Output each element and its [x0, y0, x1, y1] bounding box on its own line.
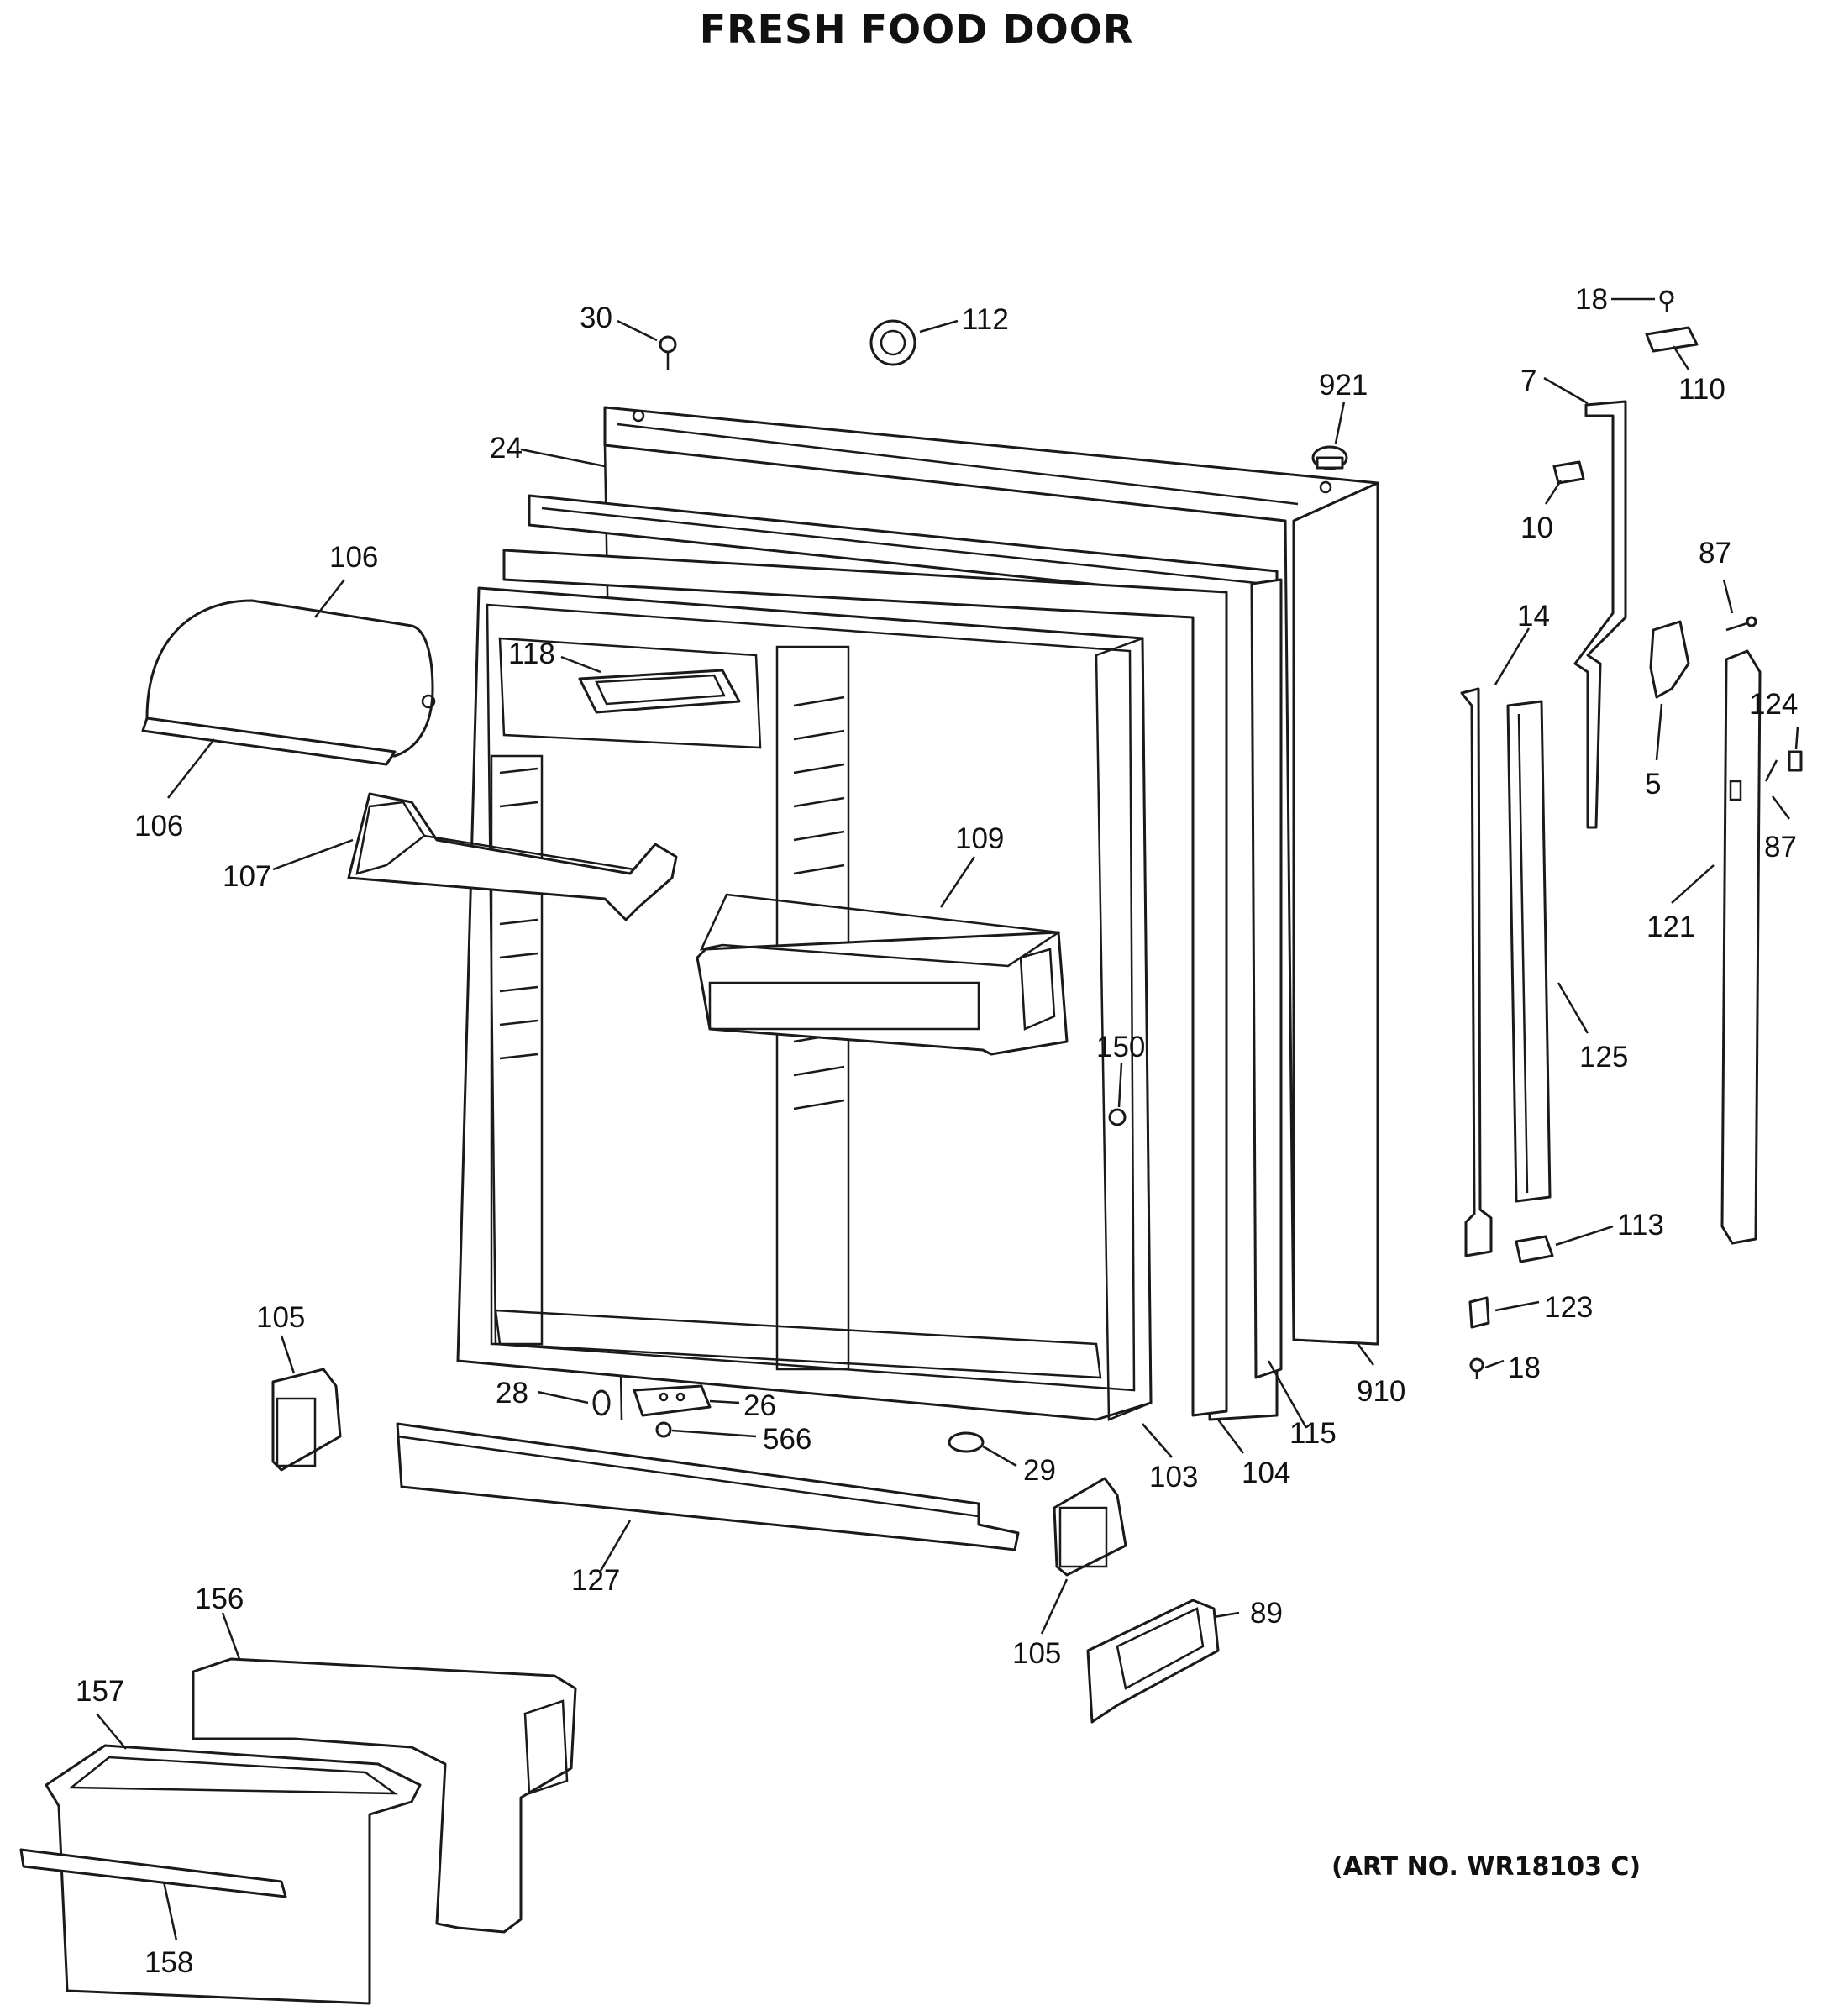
callout-566: 566 [763, 1423, 811, 1456]
callout-5: 5 [1645, 768, 1661, 801]
callout-107: 107 [223, 860, 271, 893]
door-stop-5 [1649, 620, 1690, 699]
art-number: (ART NO. WR18103 C) [1331, 1852, 1641, 1882]
dairy-door-handle [578, 669, 741, 714]
hinge-bracket-7 [1573, 400, 1627, 829]
bracket-123 [1468, 1296, 1490, 1329]
callout-106-top: 106 [329, 541, 378, 574]
outer-door-panel [603, 406, 1379, 1420]
callout-118: 118 [508, 638, 555, 670]
callout-127: 127 [571, 1564, 620, 1597]
door-bin [696, 893, 1069, 1056]
callout-89: 89 [1250, 1597, 1283, 1630]
diagram-title: FRESH FOOD DOOR [699, 7, 1134, 52]
toe-grille-127 [396, 1422, 1020, 1551]
callout-105-left: 105 [256, 1301, 305, 1334]
callout-87-top: 87 [1699, 537, 1731, 570]
callout-14: 14 [1517, 600, 1550, 633]
callout-910: 910 [1357, 1375, 1405, 1408]
plug-29 [948, 1431, 985, 1453]
hinge-cap-110 [1645, 326, 1699, 353]
screw-18-top [1659, 290, 1674, 312]
clip-124 [1788, 750, 1803, 772]
bracket-105-right [1053, 1477, 1127, 1577]
strip-14 [1460, 687, 1493, 1257]
callout-921: 921 [1319, 369, 1368, 402]
callout-124: 124 [1749, 688, 1798, 721]
callout-113: 113 [1617, 1209, 1664, 1242]
callout-125: 125 [1579, 1041, 1628, 1074]
screw-87-bottom [1764, 759, 1778, 782]
callout-150: 150 [1096, 1031, 1145, 1063]
callout-7: 7 [1520, 365, 1536, 397]
screw-150 [1108, 1108, 1127, 1126]
callout-30: 30 [580, 302, 612, 334]
screw-566 [655, 1421, 672, 1438]
callout-29: 29 [1023, 1454, 1056, 1487]
pan-handle-158 [19, 1848, 287, 1898]
callout-112: 112 [962, 303, 1009, 336]
plug-112 [869, 319, 916, 366]
callout-106-bottom: 106 [134, 810, 183, 843]
callout-87-bottom: 87 [1764, 831, 1797, 864]
pan-cover-156 [192, 1657, 577, 1934]
plate-26 [633, 1384, 712, 1417]
screw-18-bottom [1469, 1357, 1484, 1379]
handle-89 [1086, 1599, 1220, 1724]
door-shelf-small [347, 792, 678, 921]
callout-104: 104 [1242, 1457, 1290, 1489]
callout-labels: 30 112 18 110 7 921 24 10 87 106 14 118 … [76, 283, 1798, 1979]
callout-105-right: 105 [1012, 1637, 1061, 1670]
callout-110: 110 [1678, 373, 1725, 406]
butter-compartment-cover [141, 599, 436, 766]
callout-157: 157 [76, 1675, 124, 1708]
callout-158: 158 [144, 1946, 193, 1979]
callout-109: 109 [955, 822, 1004, 855]
callout-115: 115 [1289, 1417, 1337, 1450]
callout-26: 26 [743, 1389, 776, 1422]
callout-156: 156 [195, 1583, 244, 1615]
door-gasket [528, 494, 1279, 1421]
callout-18-bottom: 18 [1508, 1352, 1541, 1384]
bracket-105-left [271, 1368, 342, 1472]
callout-123: 123 [1544, 1291, 1593, 1324]
screw-87-top [1725, 616, 1757, 632]
gasket-frame [502, 549, 1228, 1417]
cap-113 [1515, 1235, 1554, 1263]
leader-lines [96, 297, 1799, 1941]
screw-28 [592, 1389, 611, 1416]
door-liner-frame [1250, 578, 1283, 1379]
hinge-shim-10 [1552, 460, 1585, 485]
callout-121: 121 [1647, 911, 1695, 943]
plug-921 [1311, 445, 1348, 470]
callout-103: 103 [1149, 1461, 1198, 1494]
handle-121 [1720, 649, 1762, 1245]
callout-18-top: 18 [1575, 283, 1608, 316]
screw-30 [659, 335, 677, 370]
callout-24: 24 [490, 432, 523, 465]
callout-28: 28 [496, 1377, 528, 1410]
strip-125 [1506, 700, 1552, 1203]
callout-10: 10 [1520, 512, 1553, 544]
